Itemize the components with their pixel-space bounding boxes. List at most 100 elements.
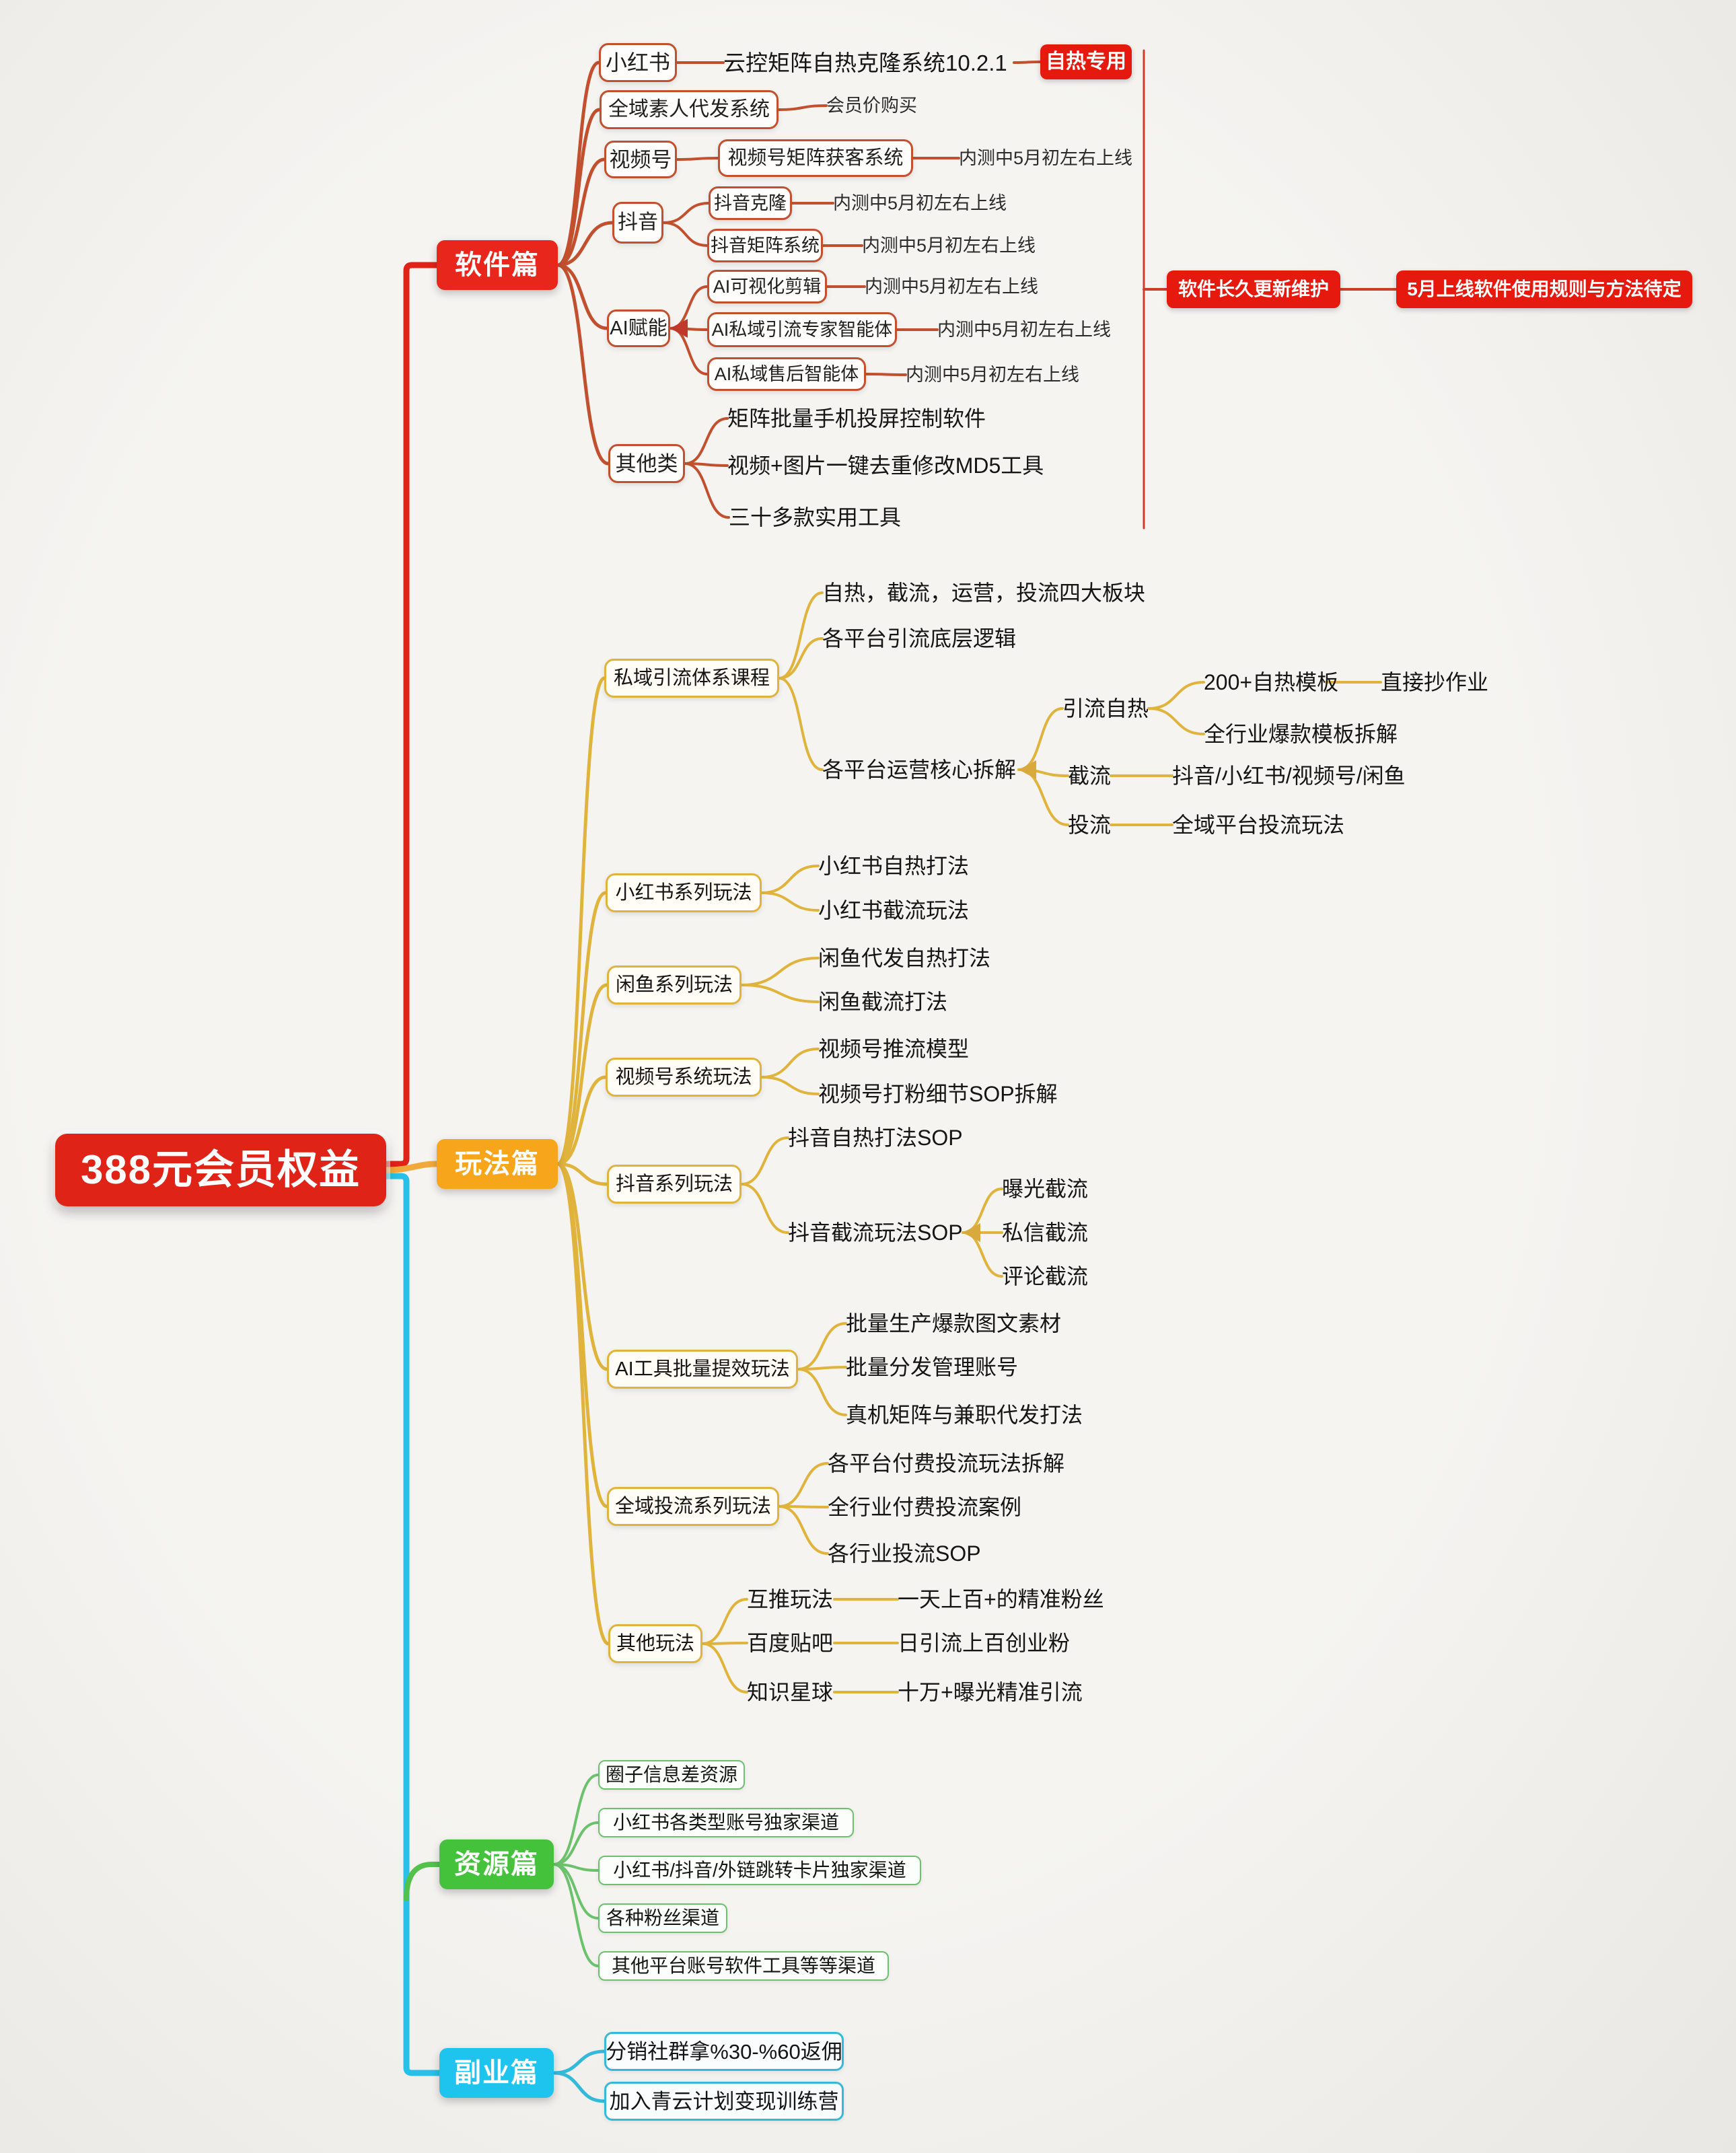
connector-line: [684, 417, 729, 465]
connector-line: [556, 1162, 609, 1371]
connector-line: [778, 591, 824, 680]
trunk-line: [404, 1862, 442, 1901]
topic-p-tou: 投流: [1068, 813, 1112, 837]
fork-arrow-icon: [670, 319, 688, 338]
topic-s-dy: 抖音: [612, 202, 663, 244]
connector-line: [797, 1368, 847, 1416]
connector-line: [552, 1774, 600, 1866]
connector-line: [556, 676, 606, 1166]
connector-line: [1147, 681, 1205, 710]
topic-p-sph-1: 视频号推流模型: [818, 1037, 970, 1061]
summary-maintenance: 软件长久更新维护: [1167, 270, 1340, 308]
topic-p-jie-1: 抖音/小红书/视频号/闲鱼: [1172, 764, 1406, 788]
connector-line: [701, 1642, 748, 1693]
connector-line: [1017, 768, 1069, 826]
branch-software: 软件篇: [437, 240, 558, 290]
topic-p-xhs: 小红书系列玩法: [606, 873, 762, 912]
topic-r-4: 各种粉丝渠道: [598, 1903, 727, 1933]
topic-p-course: 私域引流体系课程: [604, 659, 779, 698]
topic-p-course-1: 自热，截流，运营，投流四大板块: [822, 581, 1146, 605]
topic-p-ai-3: 真机矩阵与兼职代发打法: [846, 1403, 1083, 1427]
topic-p-other-3a: 十万+曝光精准引流: [898, 1680, 1083, 1704]
topic-p-other: 其他玩法: [608, 1624, 702, 1663]
topic-p-other-3: 知识星球: [747, 1680, 834, 1704]
connector-line: [777, 104, 828, 111]
connector-line: [1017, 707, 1064, 771]
topic-p-other-2: 百度贴吧: [747, 1631, 834, 1655]
topic-s-sph-note: 内测中5月初左右上线: [959, 147, 1133, 168]
connector-line: [552, 1821, 600, 1866]
topic-p-other-1a: 一天上百+的精准粉丝: [898, 1587, 1104, 1611]
topic-s-other-3: 三十多款实用工具: [729, 505, 902, 530]
topic-p-ai-2: 批量分发管理账号: [846, 1355, 1019, 1379]
topic-r-1: 圈子信息差资源: [598, 1760, 745, 1790]
topic-p-inv-1: 各平台付费投流玩法拆解: [828, 1451, 1065, 1475]
connector-line: [760, 1048, 820, 1079]
topic-p-xhs-1: 小红书自热打法: [818, 854, 970, 878]
trunk-line: [383, 1161, 440, 1173]
connector-line: [556, 263, 609, 330]
topic-p-hot-2: 全行业爆款模板拆解: [1204, 722, 1398, 746]
topic-p-xy-1: 闲鱼代发自热打法: [818, 946, 991, 970]
connector-line: [669, 285, 709, 330]
connector-line: [1147, 707, 1205, 735]
topic-s-ai-after-note: 内测中5月初左右上线: [906, 364, 1080, 385]
connector-line: [760, 1076, 820, 1095]
connector-line: [676, 157, 719, 161]
connector-line: [556, 1162, 610, 1646]
topic-p-xy: 闲鱼系列玩法: [607, 965, 742, 1005]
connector-line: [962, 1188, 1003, 1234]
trunk-line: [383, 1173, 443, 2076]
topic-p-dy-2c: 评论截流: [1002, 1264, 1089, 1288]
topic-s-dy-matrix-note: 内测中5月初左右上线: [862, 235, 1036, 256]
fork-arrow-icon: [1019, 760, 1036, 779]
root-topic: 388元会员权益: [55, 1134, 386, 1206]
connector-line: [740, 957, 820, 986]
topic-p-course-3: 各平台运营核心拆解: [822, 758, 1017, 782]
connector-line: [778, 637, 824, 680]
connector-line: [669, 327, 709, 375]
topic-s-daifa: 全域素人代发系统: [600, 90, 779, 129]
connector-line: [556, 983, 609, 1166]
topic-p-hot: 引流自热: [1062, 696, 1149, 721]
topic-r-5: 其他平台账号软件工具等等渠道: [598, 1951, 889, 1981]
connector-line: [778, 1505, 829, 1555]
connector-line: [797, 1322, 847, 1371]
connector-line: [556, 221, 614, 267]
topic-d-1: 分销社群拿%30-%60返佣: [604, 2032, 844, 2071]
connector-line: [662, 221, 709, 247]
topic-s-other-1: 矩阵批量手机投屏控制软件: [727, 406, 986, 431]
topic-p-dy-2a: 曝光截流: [1002, 1177, 1089, 1201]
connector-line: [556, 263, 610, 466]
branch-playbook: 玩法篇: [437, 1139, 558, 1189]
topic-p-ai: AI工具批量提效玩法: [607, 1350, 798, 1389]
topic-s-dy-clone: 抖音克隆: [709, 186, 792, 220]
topic-p-inv: 全域投流系列玩法: [607, 1487, 779, 1526]
connector-line: [760, 865, 820, 894]
topic-p-other-1: 互推玩法: [747, 1587, 834, 1611]
connector-line: [556, 1162, 609, 1508]
trunk-line: [383, 262, 440, 1167]
connector-line: [552, 2049, 606, 2075]
topic-p-sph: 视频号系统玩法: [606, 1058, 762, 1097]
topic-s-ai-lead-note: 内测中5月初左右上线: [937, 319, 1112, 340]
connector-line: [865, 373, 907, 376]
topic-s-dy-clone-note: 内测中5月初左右上线: [833, 192, 1007, 213]
connector-line: [740, 984, 820, 1003]
branch-resources: 资源篇: [439, 1839, 554, 1889]
topic-s-daifa-note: 会员价购买: [826, 95, 917, 116]
topic-p-tou-1: 全域平台投流玩法: [1172, 813, 1345, 837]
topic-s-ai-after: AI私域售后智能体: [707, 357, 866, 391]
topic-p-ai-1: 批量生产爆款图文素材: [846, 1311, 1062, 1336]
topic-s-ai-edit: AI可视化剪辑: [707, 270, 827, 303]
topic-p-other-2a: 日引流上百创业粉: [898, 1631, 1071, 1655]
connector-line: [552, 1863, 600, 1967]
topic-p-dy-1: 抖音自热打法SOP: [788, 1126, 963, 1150]
connector-line: [740, 1136, 789, 1185]
topic-r-2: 小红书各类型账号独家渠道: [598, 1808, 854, 1837]
connector-line: [701, 1642, 748, 1645]
badge-self-heat: 自热专用: [1040, 44, 1132, 79]
topic-s-xhs-sys: 云控矩阵自热克隆系统10.2.1: [723, 50, 1007, 75]
connector-line: [778, 1462, 829, 1508]
